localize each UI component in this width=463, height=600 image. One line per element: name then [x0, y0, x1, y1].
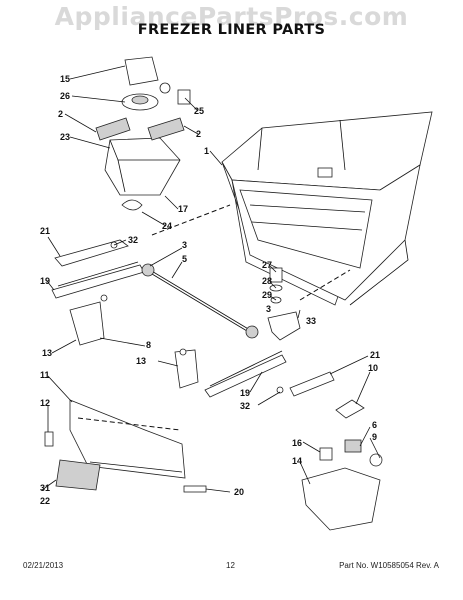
- callout-22: 22: [40, 496, 50, 506]
- callout-23: 23: [60, 132, 70, 142]
- callout-8: 8: [146, 340, 151, 350]
- watermark: AppliancePartsPros.com: [54, 2, 409, 31]
- leader-lines: [41, 65, 381, 493]
- light-assembly: [301, 439, 383, 531]
- callout-33: 33: [306, 316, 316, 326]
- callout-14: 14: [292, 456, 302, 466]
- lower-cover: [44, 399, 207, 493]
- connection-lines: [77, 204, 351, 431]
- callout-19-left: 19: [40, 276, 50, 286]
- callout-2-left: 2: [58, 109, 63, 119]
- right-rail-parts: [174, 348, 365, 419]
- callout-15: 15: [60, 74, 70, 84]
- callout-26: 26: [60, 91, 70, 101]
- left-rail-parts: [51, 239, 145, 346]
- freezer-liner: [221, 111, 433, 306]
- callout-2-right: 2: [196, 129, 201, 139]
- callout-13-right: 13: [136, 356, 146, 366]
- footer-part-number: Part No. W10585054 Rev. A: [339, 561, 439, 570]
- callout-32-upper: 32: [128, 235, 138, 245]
- callout-5: 5: [182, 254, 187, 264]
- callout-31: 31: [40, 483, 50, 493]
- callout-20: 20: [234, 487, 244, 497]
- callout-27: 27: [262, 260, 272, 270]
- callout-28: 28: [262, 276, 272, 286]
- callout-24: 24: [162, 221, 172, 231]
- axle-and-gears: [141, 263, 259, 339]
- footer-date: 02/21/2013: [23, 561, 64, 570]
- callout-19-right: 19: [240, 388, 250, 398]
- callout-13-left: 13: [42, 348, 52, 358]
- callout-29: 29: [262, 290, 272, 300]
- callout-12: 12: [40, 398, 50, 408]
- callout-1: 1: [204, 146, 209, 156]
- callout-25: 25: [194, 106, 204, 116]
- page-title: FREEZER LINER PARTS: [137, 22, 326, 38]
- callout-11: 11: [40, 370, 50, 380]
- callout-21-right: 21: [370, 350, 380, 360]
- footer-page-number: 12: [226, 561, 235, 570]
- callout-9: 9: [372, 432, 377, 442]
- callout-16: 16: [292, 438, 302, 448]
- callout-32-lower: 32: [240, 401, 250, 411]
- callout-3-upper: 3: [182, 240, 187, 250]
- callout-3-lower: 3: [266, 304, 271, 314]
- callout-6: 6: [372, 420, 377, 430]
- callout-21-left: 21: [40, 226, 50, 236]
- callout-17: 17: [178, 204, 188, 214]
- callout-labels: 15 26 25 2 23 2 1 17 24 21 32 3 5 19 27 …: [40, 74, 380, 506]
- callout-10: 10: [368, 363, 378, 373]
- damper-assembly: [95, 56, 191, 211]
